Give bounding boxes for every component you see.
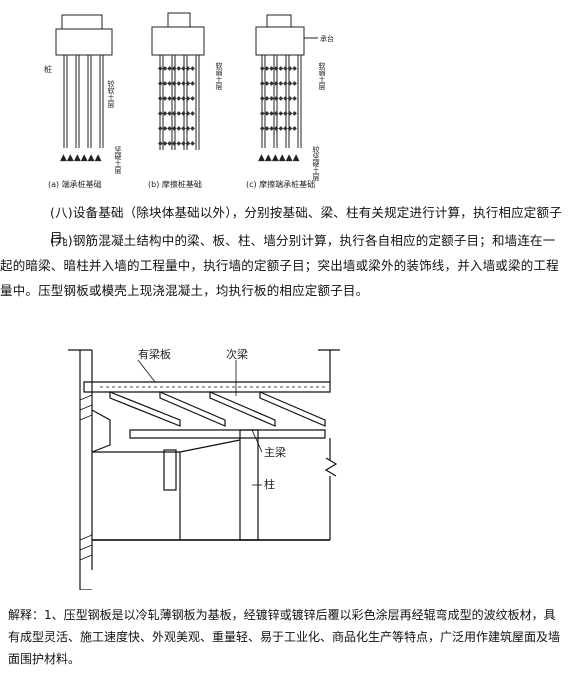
pile-foundation-figure: ▲▲▲▲▲▲ ▲▲▲▲▲▲ ◆◆◆◆◆◆◆◆◆◆◆◆◆◆◆◆ ◆◆◆◆◆◆◆◆◆… (44, 12, 334, 189)
svg-text:◆◆◆◆◆◆◆◆: ◆◆◆◆◆◆◆◆ (260, 95, 297, 102)
secondary-beam-2 (159, 391, 226, 427)
pile-column-b (167, 12, 191, 28)
label-secondary-beam: 次梁 (226, 347, 248, 361)
svg-text:▲▲▲▲▲▲: ▲▲▲▲▲▲ (258, 153, 300, 163)
svg-text:◆◆◆◆◆◆◆◆: ◆◆◆◆◆◆◆◆ (158, 80, 195, 87)
left-wall (79, 350, 93, 590)
svg-text:◆◆◆◆◆◆◆◆: ◆◆◆◆◆◆◆◆ (260, 80, 297, 87)
svg-text:◆◆◆◆◆◆◆◆: ◆◆◆◆◆◆◆◆ (158, 125, 195, 132)
label-hard-a: 坚硬土层 (114, 145, 122, 175)
pile-column-a (61, 14, 103, 30)
paragraph-rc-structure: (九)钢筋混凝土结构中的梁、板、柱、墙分别计算，执行各自相应的定额子目；和墙连在… (0, 233, 559, 298)
secondary-beam-4 (259, 391, 326, 427)
main-beam (129, 429, 326, 439)
piles-c (261, 55, 302, 148)
piles-a (63, 55, 104, 148)
caption-c: (c) 摩擦端承桩基础 (246, 179, 315, 189)
svg-text:◆◆◆◆◆◆◆◆: ◆◆◆◆◆◆◆◆ (260, 65, 297, 72)
label-ribbed-slab: 有梁板 (138, 347, 171, 361)
label-cap-c: 承台 (320, 34, 334, 43)
slab (83, 381, 331, 393)
svg-text:◆◆◆◆◆◆◆◆: ◆◆◆◆◆◆◆◆ (260, 110, 297, 117)
svg-text:◆◆◆◆◆◆◆◆: ◆◆◆◆◆◆◆◆ (158, 110, 195, 117)
label-soft-c: 软弱土层 (318, 61, 326, 91)
label-main-beam: 主梁 (264, 445, 286, 459)
pile-column-c (266, 14, 292, 28)
label-pile: 桩 (44, 64, 52, 74)
label-column: 柱 (264, 477, 275, 491)
caption-b: (b) 摩擦桩基础 (148, 179, 202, 189)
piles-b (159, 55, 200, 150)
window (163, 449, 177, 491)
secondary-beam-1 (109, 391, 181, 427)
explanation-note: 解释：1、压型钢板是以冷轧薄钢板为基板，经镀锌或镀锌后覆以彩色涂层再经辊弯成型的… (8, 608, 561, 666)
label-soft-a: 较软土层 (107, 79, 115, 109)
secondary-beam-3 (209, 391, 276, 427)
svg-text:▲▲▲▲▲▲: ▲▲▲▲▲▲ (60, 153, 102, 163)
svg-text:◆◆◆◆◆◆◆◆: ◆◆◆◆◆◆◆◆ (158, 65, 195, 72)
ribbed-slab-figure: 有梁板 次梁 主梁 柱 (68, 347, 340, 590)
svg-text:◆◆◆◆◆◆◆◆: ◆◆◆◆◆◆◆◆ (260, 125, 297, 132)
svg-text:◆◆◆◆◆◆◆◆: ◆◆◆◆◆◆◆◆ (158, 95, 195, 102)
caption-a: (a) 端承桩基础 (48, 179, 102, 189)
pile-cap-a (55, 28, 113, 56)
svg-text:◆◆◆◆◆◆◆◆: ◆◆◆◆◆◆◆◆ (158, 140, 195, 147)
label-hard-c: 较坚硬土层 (312, 145, 320, 182)
pile-cap-b (151, 26, 205, 56)
label-soft-b: 软弱土层 (215, 61, 223, 91)
pile-cap-c (255, 26, 305, 56)
friction-marks: ◆◆◆◆◆◆◆◆ ◆◆◆◆◆◆◆◆ ◆◆◆◆◆◆◆◆ ◆◆◆◆◆◆◆◆ ◆◆◆◆◆◆… (158, 65, 297, 147)
paragraph-equipment-foundation: (八)设备基础（除块体基础以外），分别按基础、梁、柱有关规定进行计算，执行相应定… (50, 205, 562, 245)
